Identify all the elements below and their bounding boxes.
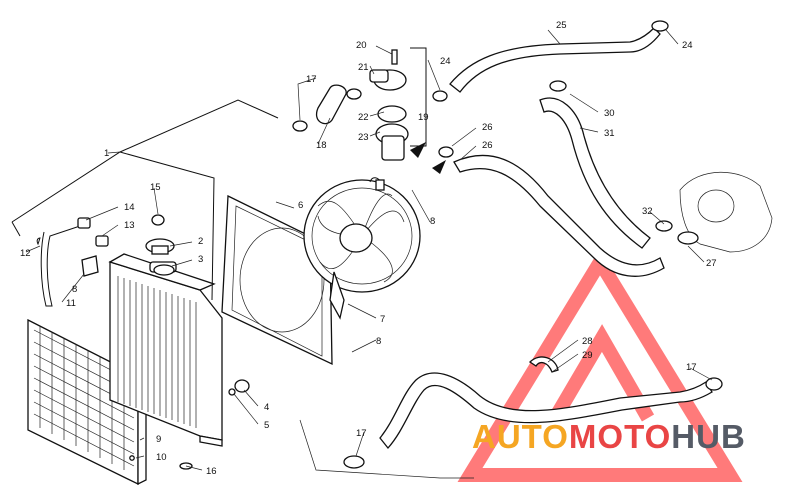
- callout-30: 30: [604, 108, 615, 119]
- callout-7: 7: [380, 314, 385, 325]
- short-hose: [292, 84, 362, 132]
- radiator-core: [108, 253, 223, 447]
- leader-lines: [25, 29, 713, 479]
- overflow-tube: [36, 225, 81, 307]
- callout-32: 32: [642, 206, 653, 217]
- callout-21: 21: [358, 62, 369, 73]
- watermark-hub: HUB: [671, 418, 746, 455]
- small-fittings: [77, 214, 250, 470]
- thermostat-housing: [369, 47, 446, 174]
- lower-hose: [343, 356, 723, 469]
- callout-8: 8: [72, 284, 77, 295]
- callout-28: 28: [582, 336, 593, 347]
- callout-6: 6: [298, 200, 303, 211]
- callout-22: 22: [358, 112, 369, 123]
- watermark-triangle: [457, 248, 743, 482]
- callout-17: 17: [686, 362, 697, 373]
- callout-11: 11: [66, 298, 76, 309]
- callout-25: 25: [556, 20, 567, 31]
- callout-8: 8: [430, 216, 435, 227]
- callout-3: 3: [198, 254, 203, 265]
- radiator-assembly-bracket: [11, 99, 279, 301]
- callout-13: 13: [124, 220, 135, 231]
- callout-26: 26: [482, 122, 493, 133]
- callout-16: 16: [206, 466, 217, 477]
- callout-26: 26: [482, 140, 493, 151]
- callout-2: 2: [198, 236, 203, 247]
- callout-17: 17: [306, 74, 317, 85]
- radiator-cap: [145, 238, 175, 276]
- water-pump-housing: [655, 171, 773, 253]
- callout-24: 24: [440, 56, 451, 67]
- callout-29: 29: [582, 350, 593, 361]
- callout-labels: 1234567888910111213141516171717181920212…: [20, 20, 717, 477]
- callout-27: 27: [706, 258, 717, 269]
- callout-31: 31: [604, 128, 615, 139]
- callout-17: 17: [356, 428, 367, 439]
- watermark-auto: AUTO: [472, 418, 569, 455]
- callout-14: 14: [124, 202, 135, 213]
- callout-24: 24: [682, 40, 693, 51]
- callout-10: 10: [156, 452, 167, 463]
- long-hose: [539, 80, 651, 249]
- callout-1: 1: [104, 148, 109, 159]
- callout-12: 12: [20, 248, 31, 259]
- callout-23: 23: [358, 132, 369, 143]
- callout-15: 15: [150, 182, 161, 193]
- watermark-logo: AUTOMOTOHUB: [472, 418, 792, 458]
- callout-18: 18: [316, 140, 327, 151]
- curved-hose: [438, 146, 665, 277]
- callout-5: 5: [264, 420, 269, 431]
- callout-20: 20: [356, 40, 367, 51]
- callout-19: 19: [418, 112, 429, 123]
- upper-hose: [432, 20, 669, 102]
- callout-9: 9: [156, 434, 161, 445]
- watermark-moto: MOTO: [568, 418, 672, 455]
- callout-4: 4: [264, 402, 269, 413]
- cooling-fan: [303, 177, 421, 320]
- callout-8: 8: [376, 336, 381, 347]
